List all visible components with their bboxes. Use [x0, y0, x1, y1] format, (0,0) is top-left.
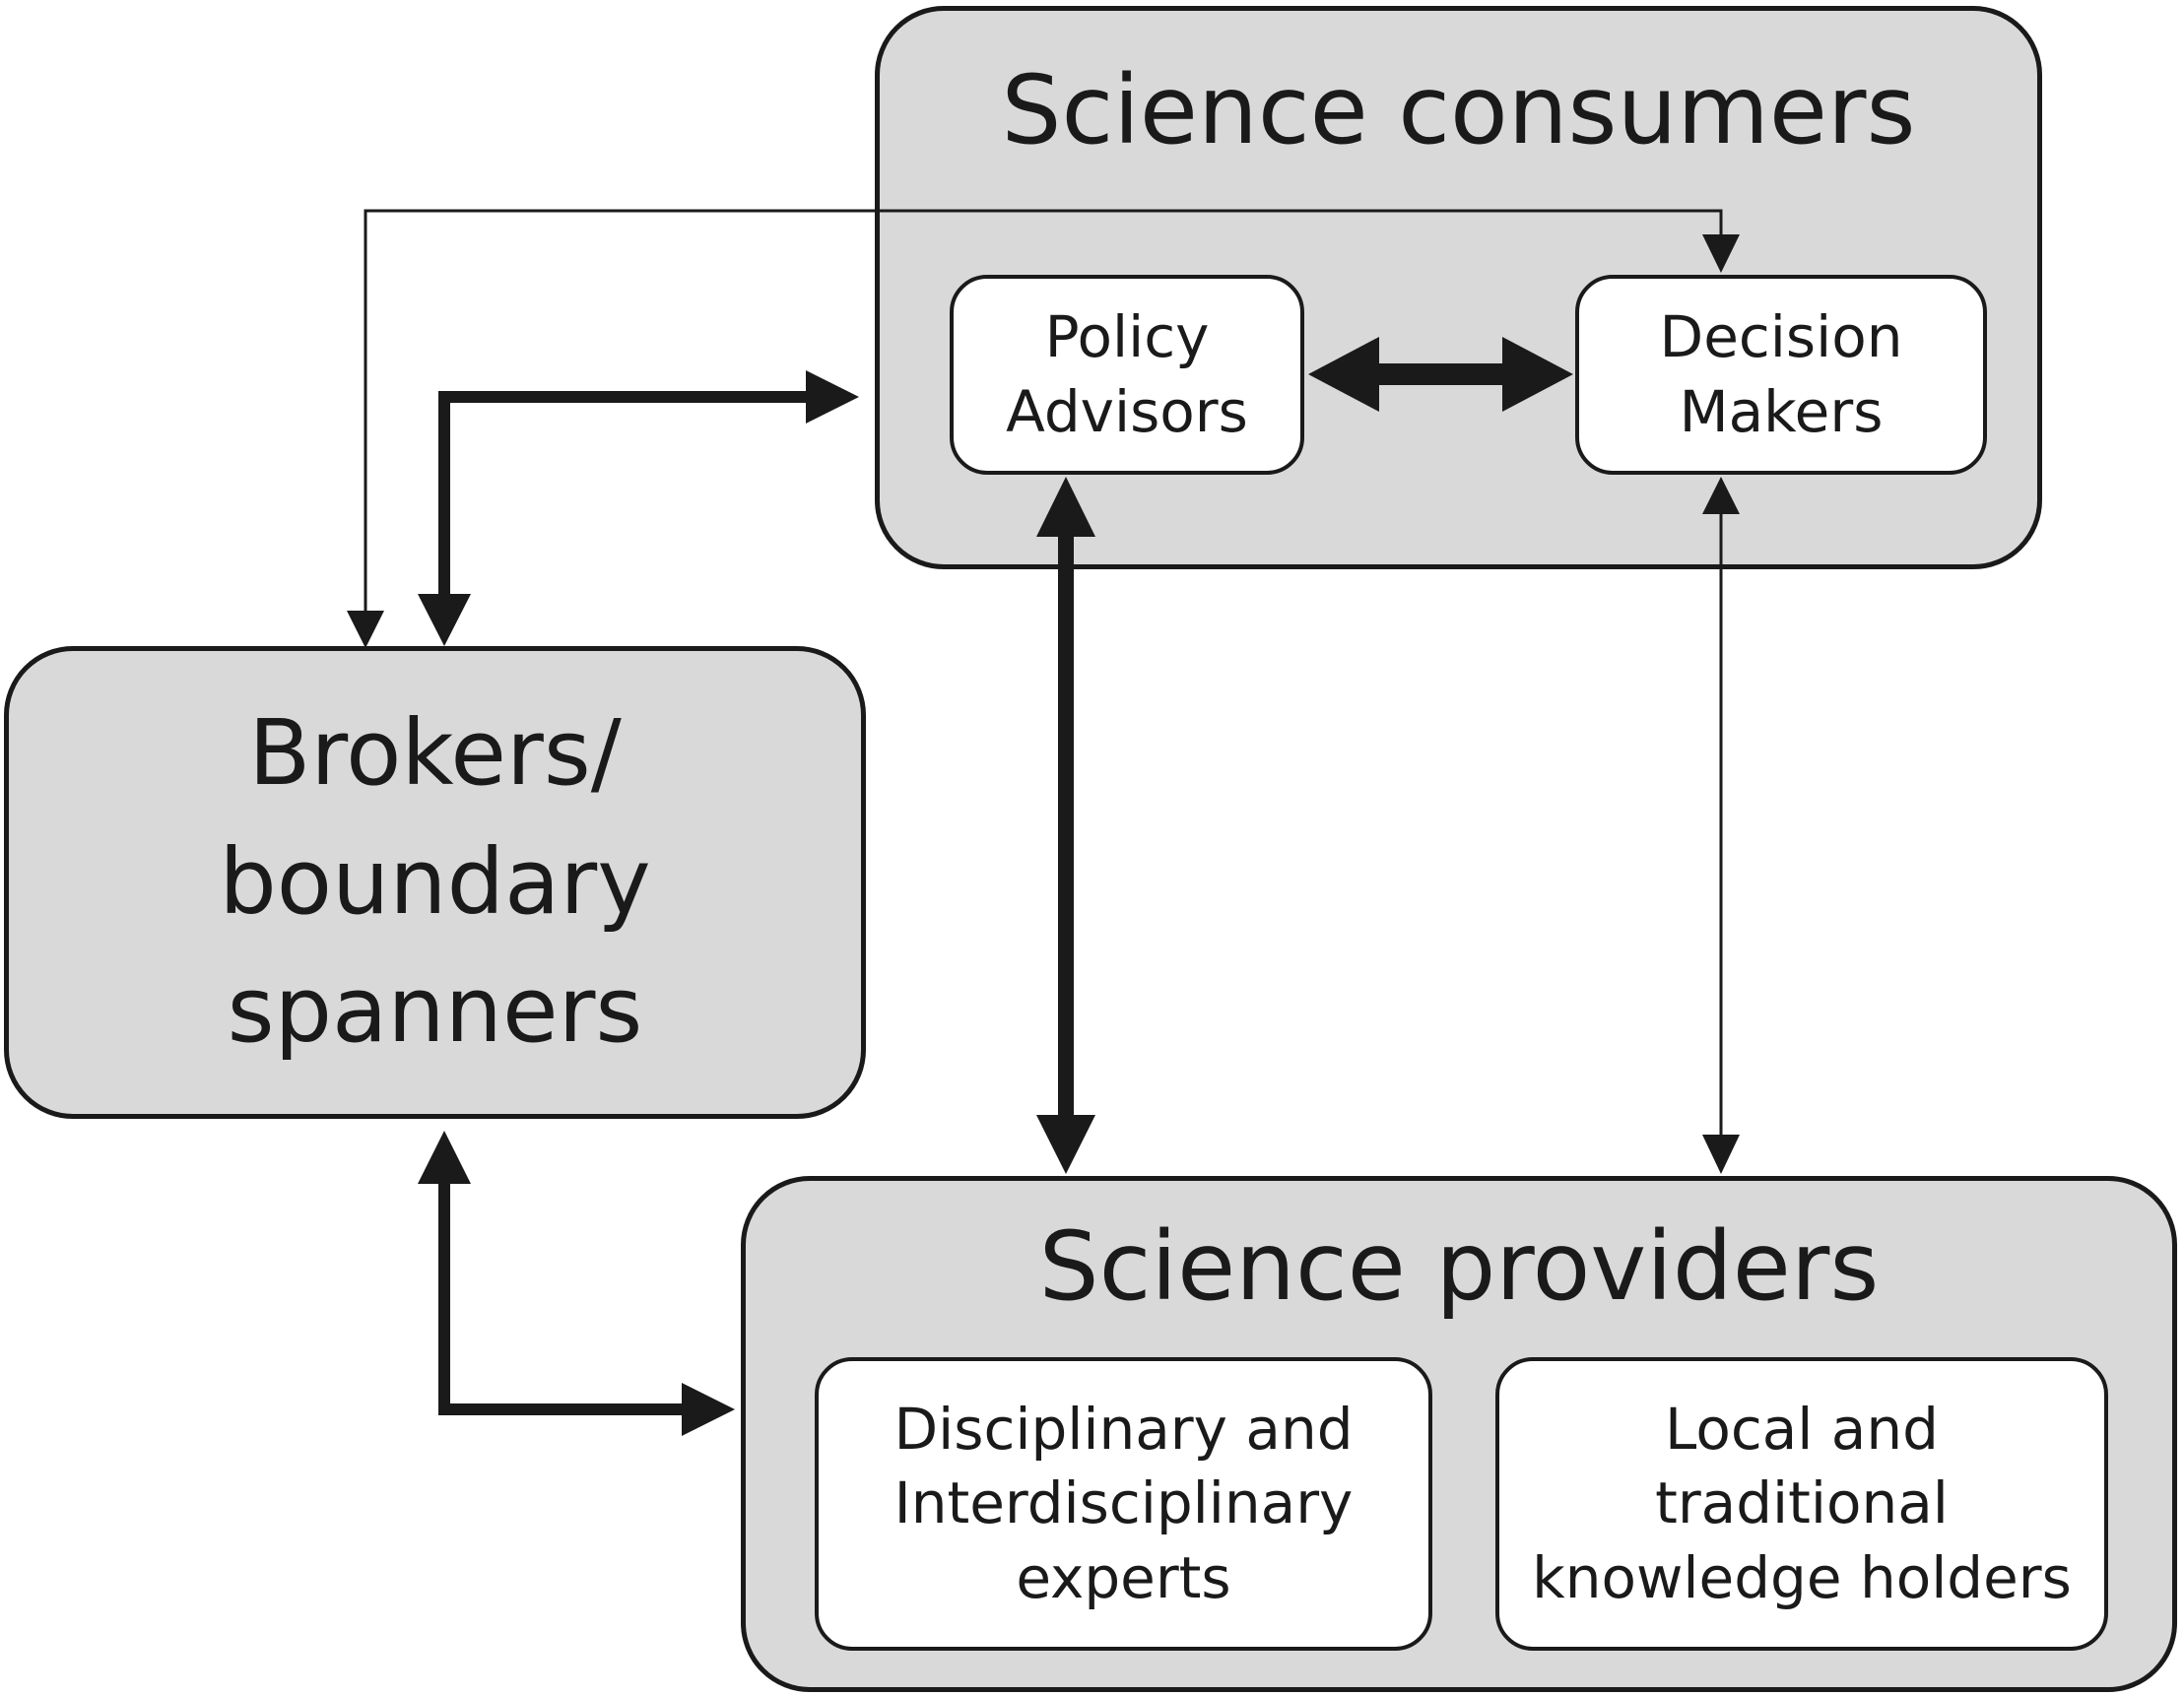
- thick-arrowhead-down-brokers: [418, 594, 471, 646]
- disciplinary-line2: Interdisciplinary: [893, 1469, 1354, 1537]
- thick-line-brokers-consumers: [438, 391, 808, 596]
- arrowhead-down-providers-thick: [1036, 1115, 1095, 1174]
- local-line1: Local and: [1665, 1395, 1939, 1463]
- thin-arrowhead-down-providers: [1702, 1135, 1740, 1174]
- local-knowledge-box: Local and traditional knowledge holders: [1495, 1357, 2108, 1651]
- science-consumers-title: Science consumers: [1001, 55, 1916, 165]
- decision-makers-line1: Decision: [1659, 303, 1903, 371]
- thick-line-brokers-providers: [438, 1182, 684, 1415]
- brokers-line1: Brokers/: [248, 700, 622, 807]
- arrowhead-up-brokers: [418, 1131, 471, 1184]
- decision-makers-box: Decision Makers: [1575, 275, 1987, 475]
- disciplinary-line3: experts: [1016, 1543, 1231, 1611]
- policy-advisors-line2: Advisors: [1006, 377, 1248, 445]
- policy-advisors-box: Policy Advisors: [950, 275, 1304, 475]
- brokers-line2: boundary: [219, 828, 651, 935]
- arrowhead-right-providers: [682, 1383, 735, 1436]
- brokers-line3: spanners: [227, 957, 643, 1064]
- thin-arrowhead-to-brokers: [347, 611, 384, 648]
- policy-advisors-line1: Policy: [1044, 303, 1210, 371]
- thick-arrowhead-to-consumers: [806, 370, 859, 424]
- science-providers-title: Science providers: [1038, 1211, 1880, 1322]
- local-line2: traditional: [1655, 1469, 1949, 1537]
- brokers-group: Brokers/ boundary spanners: [4, 646, 866, 1119]
- local-line3: knowledge holders: [1532, 1543, 2072, 1611]
- disciplinary-experts-box: Disciplinary and Interdisciplinary exper…: [815, 1357, 1432, 1651]
- disciplinary-line1: Disciplinary and: [893, 1395, 1354, 1463]
- decision-makers-line2: Makers: [1679, 377, 1884, 445]
